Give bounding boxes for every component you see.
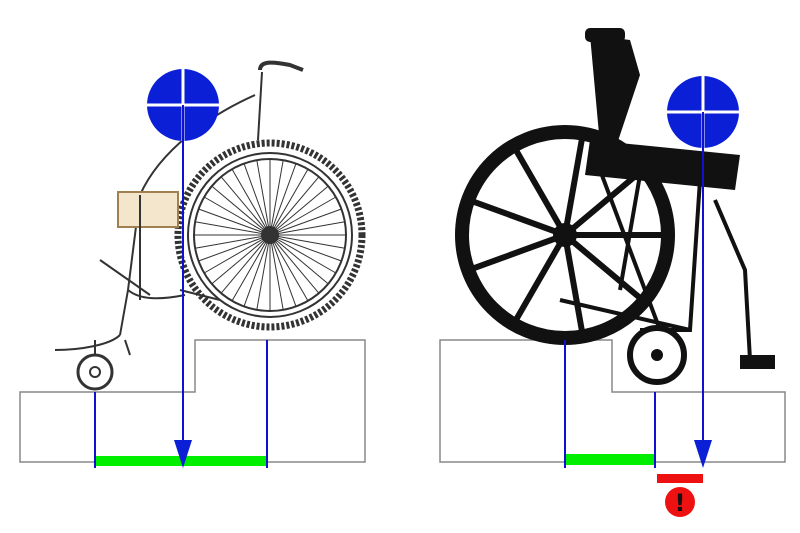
wheel-spoke (269, 163, 297, 236)
wheel-spoke (256, 234, 271, 310)
right-gravity-arrowhead (694, 440, 712, 468)
out-of-base-indicator (657, 474, 703, 483)
wheel-spoke (269, 234, 320, 294)
wheel-spoke (269, 221, 345, 236)
wheel-spoke (195, 221, 271, 236)
wheel-spoke (472, 232, 567, 271)
wheel-spoke (269, 160, 284, 236)
left-center-of-gravity (147, 69, 219, 468)
left-gravity-arrowhead (174, 440, 192, 468)
wheel-spoke (256, 160, 271, 236)
left-panel-stable (19, 60, 366, 468)
wheel-spoke (269, 196, 337, 236)
right-step (439, 339, 786, 463)
wheel-spoke (243, 163, 271, 236)
wheel-spoke (198, 234, 271, 262)
wheel-spoke (211, 234, 271, 285)
right-center-of-gravity (667, 76, 739, 468)
wheel-spoke (562, 138, 585, 236)
wheel-spoke (562, 234, 585, 332)
wheel-spoke (203, 234, 271, 274)
wheel-spoke (269, 234, 284, 310)
wheel-spoke (269, 234, 309, 302)
exclamation-circle-icon: ! (665, 487, 695, 517)
left-wheelchair-drawing (54, 60, 366, 391)
wheel-spoke (269, 234, 342, 262)
wheel-spoke (211, 185, 271, 236)
right-support-base (564, 340, 656, 468)
wheel-spoke (231, 168, 271, 236)
wheel-spoke (269, 234, 297, 307)
right-rear-wheel (455, 125, 675, 345)
wheel-spoke (220, 176, 271, 236)
wheel-spoke (513, 149, 568, 237)
wheel-spoke (269, 168, 309, 236)
wheel-spoke (563, 170, 642, 238)
right-panel-tipping: ! (439, 28, 786, 517)
wheel-spoke (231, 234, 271, 302)
wheel-spoke (563, 232, 642, 300)
wheel-spoke (269, 234, 329, 285)
wheel-spoke (269, 176, 320, 236)
wheel-spoke (198, 208, 271, 236)
warning-symbol: ! (675, 489, 686, 517)
right-support-base-bar (565, 454, 655, 465)
right-wheelchair-drawing (455, 28, 775, 385)
left-rear-wheel-tire (174, 139, 366, 331)
wheel-spoke (195, 234, 271, 249)
left-step (19, 339, 366, 463)
left-caster-wheel (76, 353, 114, 391)
wheel-spoke (269, 208, 342, 236)
wheel-spoke (203, 196, 271, 236)
wheel-spoke (243, 234, 271, 307)
wheel-spoke (513, 233, 568, 321)
wheel-spoke (472, 199, 567, 238)
wheel-spoke (220, 234, 271, 294)
wheel-spoke (269, 234, 337, 274)
wheel-spoke (269, 234, 345, 249)
wheel-spoke (269, 185, 329, 236)
